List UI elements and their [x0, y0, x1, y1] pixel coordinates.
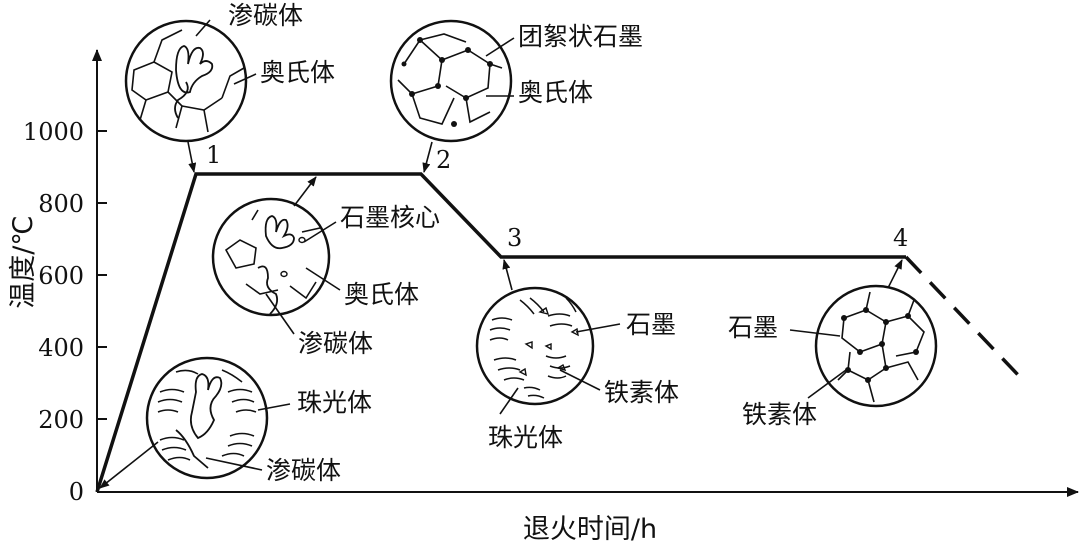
- microstructure-graphite-nucleation: [211, 197, 331, 317]
- microstructure-ferrite-graphite: [814, 284, 938, 408]
- y-tick-label: 200: [38, 406, 84, 434]
- label-austenite-c: 奥氏体: [344, 280, 419, 309]
- y-tick-label: 0: [69, 478, 84, 506]
- label-pearlite-e: 珠光体: [488, 423, 563, 452]
- y-tick-label: 600: [38, 262, 84, 290]
- label-ferrite-f: 铁素体: [742, 400, 817, 429]
- label-austenite-b: 奥氏体: [260, 58, 335, 87]
- label-austenite-d: 奥氏体: [518, 78, 593, 107]
- label-cementite-b: 渗碳体: [228, 1, 303, 30]
- stage-label-4: 4: [893, 224, 908, 252]
- y-tick-label: 1000: [23, 118, 84, 146]
- label-graphite-nucleus: 石墨核心: [340, 203, 440, 232]
- label-cementite: 渗碳体: [266, 456, 341, 485]
- cooling-curve-dashed: [904, 255, 1022, 379]
- y-tick-label: 800: [38, 190, 84, 218]
- microstructure-temper-graphite: [389, 19, 513, 143]
- label-graphite-e: 石墨: [626, 310, 676, 339]
- annealing-curve: [95, 172, 906, 493]
- label-graphite-f: 石墨: [728, 313, 778, 342]
- y-tick-label: 400: [38, 334, 84, 362]
- label-ferrite-e: 铁素体: [604, 378, 679, 407]
- stage-label-3: 3: [507, 224, 522, 252]
- label-temper-graphite: 团絮状石墨: [518, 22, 643, 51]
- microstructure-pearlite-graphite: [475, 286, 595, 406]
- x-axis-title: 退火时间/h: [523, 514, 657, 545]
- label-pearlite: 珠光体: [297, 388, 372, 417]
- microstructure-pearlite-start: [145, 356, 269, 480]
- microstructure-austenite-start: [124, 19, 248, 143]
- stage-label-1: 1: [206, 141, 221, 169]
- y-axis-title: 温度/℃: [8, 215, 39, 308]
- stage-label-2: 2: [436, 146, 451, 174]
- label-cementite-c: 渗碳体: [298, 329, 373, 358]
